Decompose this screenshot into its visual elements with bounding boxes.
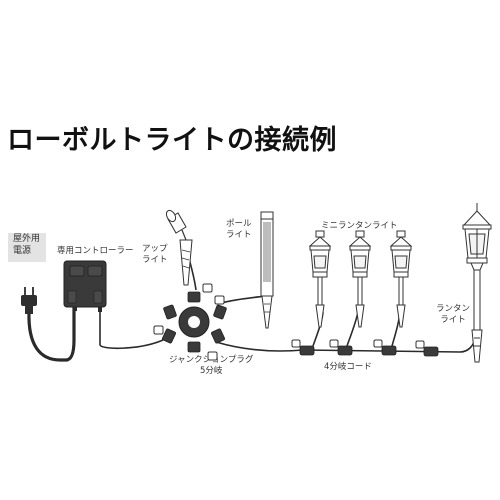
four-way-cord-label: 4分岐コード [324, 362, 372, 372]
four-way-cord-connectors [291, 339, 439, 357]
pole-light-label-line1: ポール [226, 219, 252, 229]
up-light-icon [165, 209, 193, 286]
up-light-label-line1: アップ [142, 244, 168, 254]
diagram-title: ローボルトライトの接続例 [7, 125, 337, 156]
branch-to-mini-lantern-2 [346, 311, 359, 347]
power-cord [27, 300, 76, 362]
outdoor-outlet-label-line2: 電源 [13, 246, 32, 256]
junction-plug-icon [153, 283, 227, 361]
mini-lantern-icon-1 [308, 230, 332, 328]
lantern-light-label-line2: ライト [440, 315, 466, 325]
mini-lantern-icon-2 [348, 230, 372, 328]
pole-light-label: ポール ライト [226, 219, 252, 241]
up-light-label: アップ ライト [142, 244, 168, 266]
up-light-label-line2: ライト [142, 255, 168, 265]
pole-light-label-line2: ライト [226, 230, 252, 240]
lantern-light-label-line1: ランタン [436, 304, 471, 314]
mini-lantern-label: ミニランタンライト [321, 221, 398, 231]
controller-to-junction-wire [99, 310, 164, 350]
junction-plug-label-line2: 5分岐 [199, 366, 223, 376]
controller-label: 専用コントローラー [57, 246, 134, 256]
outdoor-outlet-label-line1: 屋外用 [13, 234, 41, 244]
pole-light-icon [260, 211, 274, 329]
lantern-light-icon [462, 203, 492, 363]
outdoor-outlet-label: 屋外用 電源 [8, 233, 46, 262]
mini-lantern-icon-3 [389, 230, 413, 328]
power-plug-icon [21, 287, 37, 314]
controller-icon [63, 260, 107, 312]
junction-to-cord-wire [215, 341, 304, 352]
junction-to-pole-wire [217, 295, 267, 305]
lantern-light-label: ランタン ライト [436, 304, 470, 326]
